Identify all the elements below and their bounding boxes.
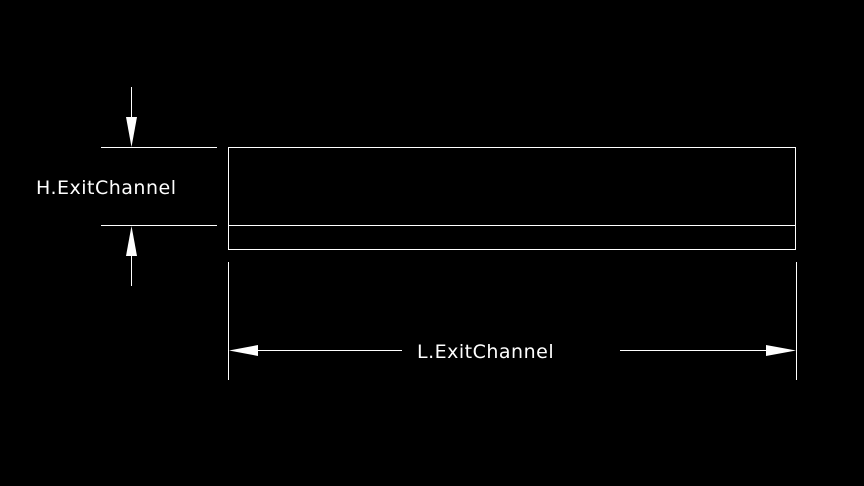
height-dimension-label: H.ExitChannel [36,177,176,199]
length-arrow-right-icon [766,345,796,356]
height-arrow-up-icon [126,226,137,256]
length-dimension: L.ExitChannel [228,262,797,380]
exit-channel-shape [228,147,796,250]
height-dimension: H.ExitChannel [36,87,217,286]
height-arrow-down-icon [126,117,137,147]
exit-channel-outline [228,147,796,250]
length-dimension-label: L.ExitChannel [417,341,554,363]
length-arrow-left-icon [229,345,258,356]
